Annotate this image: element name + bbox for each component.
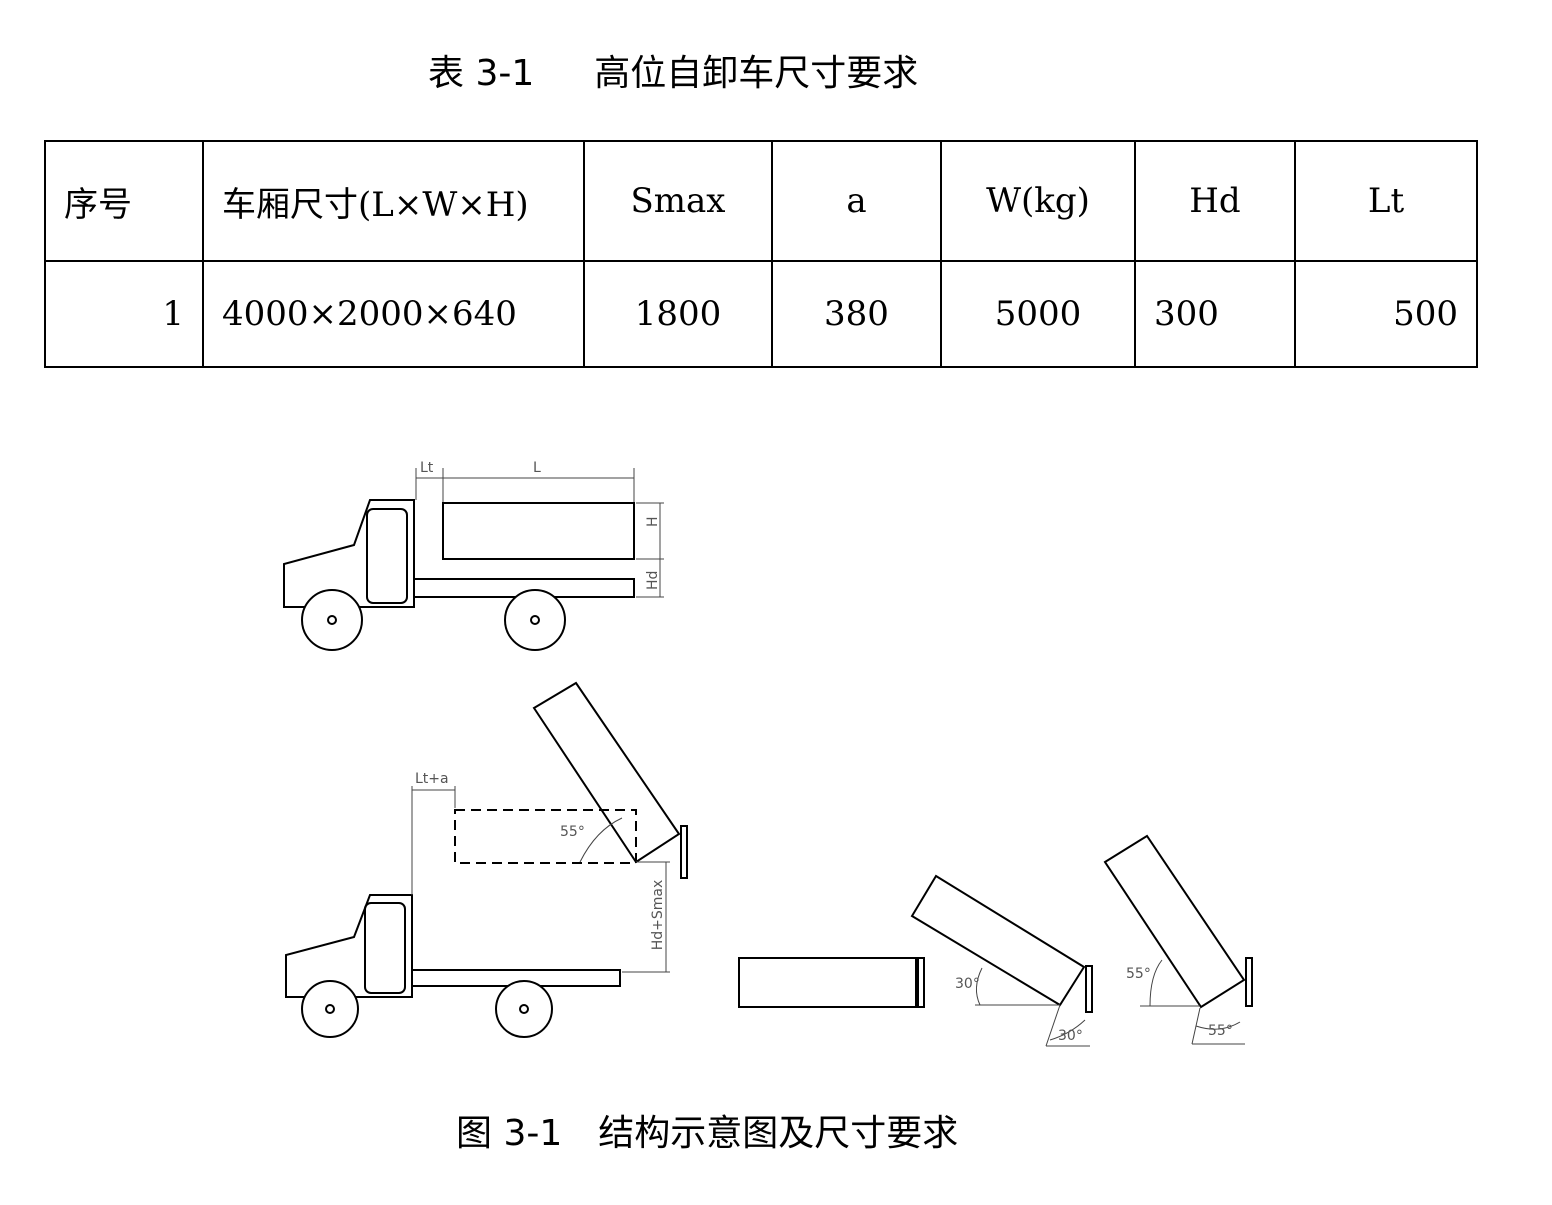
front-wheel xyxy=(301,980,359,1038)
front-wheel xyxy=(301,589,363,651)
header-weight: W(kg) xyxy=(940,140,1136,262)
header-lt: Lt xyxy=(1294,140,1478,262)
table-caption-number: 表 3-1 xyxy=(428,53,535,94)
cell-a: 380 xyxy=(771,260,942,368)
cell-lt: 500 xyxy=(1294,260,1478,368)
box-tilted-30-tailgate xyxy=(1085,965,1093,1013)
figure-caption-title: 结构示意图及尺寸要求 xyxy=(598,1113,959,1154)
table-row: 1 4000×2000×640 1800 380 5000 300 500 xyxy=(44,260,1478,368)
label-angle-55-b: 55° xyxy=(1126,966,1151,982)
box-tilted-55-tailgate xyxy=(1245,957,1253,1007)
cab-window xyxy=(366,508,408,604)
cell-index: 1 xyxy=(44,260,204,368)
table-caption: 表 3-1 高位自卸车尺寸要求 xyxy=(428,44,918,96)
label-angle-30-a: 30° xyxy=(955,976,980,992)
cell-smax: 1800 xyxy=(583,260,773,368)
tipping-sequence: 30° 30° 55° 55° xyxy=(738,834,1253,1047)
truck-cab xyxy=(283,499,415,608)
table-caption-title: 高位自卸车尺寸要求 xyxy=(594,53,919,94)
header-smax: Smax xyxy=(583,140,773,262)
dimension-lines xyxy=(415,468,664,598)
rear-wheel-hub xyxy=(530,615,540,625)
cab-window xyxy=(364,902,406,994)
truck-lifting-view: Lt+a Hd+Smax 55° xyxy=(285,681,688,1038)
figure-caption: 图 3-1 结构示意图及尺寸要求 xyxy=(456,1104,958,1156)
header-box-size: 车厢尺寸(L×W×H) xyxy=(202,140,585,262)
rear-wheel xyxy=(495,980,553,1038)
cell-hd: 300 xyxy=(1134,260,1296,368)
label-angle-30-b: 30° xyxy=(1058,1028,1083,1044)
label-lt-plus-a: Lt+a xyxy=(415,771,449,787)
box-flat-tailgate xyxy=(917,957,925,1008)
angle-30-guides xyxy=(975,967,1090,1047)
cell-weight: 5000 xyxy=(940,260,1136,368)
header-hd: Hd xyxy=(1134,140,1296,262)
front-wheel-hub xyxy=(325,1004,335,1014)
box-original-position xyxy=(454,809,637,864)
label-h: H xyxy=(645,516,661,527)
label-hd-plus-smax: Hd+Smax xyxy=(650,880,666,951)
label-angle-55: 55° xyxy=(560,824,585,840)
cell-box-size: 4000×2000×640 xyxy=(202,260,585,368)
angle-55-guides xyxy=(1140,959,1245,1045)
truck-side-view: Lt L H Hd xyxy=(283,460,664,651)
rear-wheel-hub xyxy=(519,1004,529,1014)
box-tilted-55 xyxy=(1103,834,1246,1009)
tilted-cargo-box xyxy=(532,681,681,864)
front-wheel-hub xyxy=(327,615,337,625)
figure-caption-number: 图 3-1 xyxy=(456,1113,563,1154)
label-lt: Lt xyxy=(420,460,434,476)
label-angle-55-c: 55° xyxy=(1208,1023,1233,1039)
table-header-row: 序号 车厢尺寸(L×W×H) Smax a W(kg) Hd Lt xyxy=(44,140,1478,262)
tailgate xyxy=(680,825,688,879)
label-l: L xyxy=(533,460,541,476)
label-hd: Hd xyxy=(645,571,661,590)
box-flat xyxy=(738,957,917,1008)
header-index: 序号 xyxy=(44,140,204,262)
box-tilted-30 xyxy=(910,874,1086,1007)
dimension-lines xyxy=(411,786,670,973)
rear-wheel xyxy=(504,589,566,651)
header-a: a xyxy=(771,140,942,262)
cargo-box xyxy=(442,502,635,560)
dimension-requirements-table: 序号 车厢尺寸(L×W×H) Smax a W(kg) Hd Lt 1 4000… xyxy=(44,140,1478,368)
truck-cab xyxy=(285,894,413,998)
